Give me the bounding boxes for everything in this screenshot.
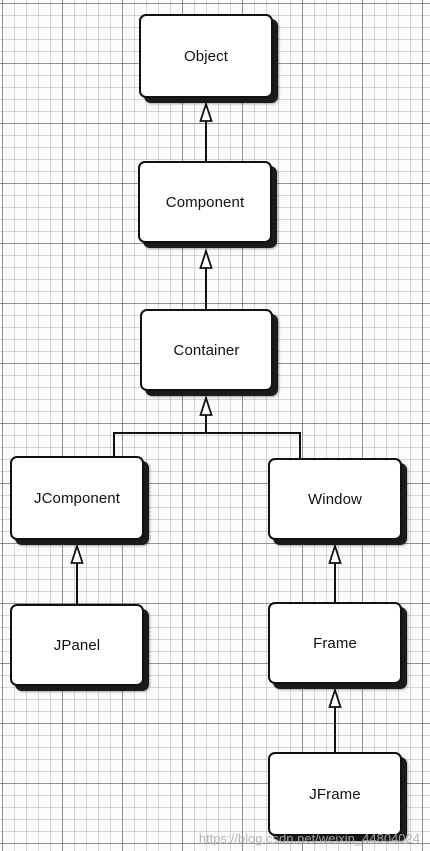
arrowhead-window — [328, 543, 342, 564]
node-frame: Frame — [268, 602, 402, 684]
node-frame-label: Frame — [313, 634, 357, 652]
arrowhead-object — [199, 101, 213, 122]
node-object-label: Object — [184, 47, 228, 65]
watermark-text: https://blog.csdn.net/weixin_44804024 — [198, 831, 420, 846]
node-window: Window — [268, 458, 402, 540]
node-jframe: JFrame — [268, 752, 402, 836]
node-jcomponent: JComponent — [10, 456, 144, 540]
node-window-label: Window — [308, 490, 362, 508]
node-jpanel: JPanel — [10, 604, 144, 686]
edge-jcomponent-container — [113, 432, 206, 456]
node-object: Object — [139, 14, 273, 98]
node-container: Container — [140, 309, 273, 391]
edge-window-container — [206, 432, 301, 458]
node-jpanel-label: JPanel — [53, 636, 101, 654]
arrowhead-jcomponent — [70, 543, 84, 564]
arrowhead-component — [199, 248, 213, 269]
node-jcomponent-label: JComponent — [33, 489, 121, 507]
arrowhead-container — [199, 395, 213, 416]
arrowhead-frame — [328, 687, 342, 708]
node-component: Component — [138, 161, 272, 243]
node-jframe-label: JFrame — [309, 785, 361, 803]
node-container-label: Container — [173, 341, 240, 359]
node-component-label: Component — [165, 193, 245, 211]
